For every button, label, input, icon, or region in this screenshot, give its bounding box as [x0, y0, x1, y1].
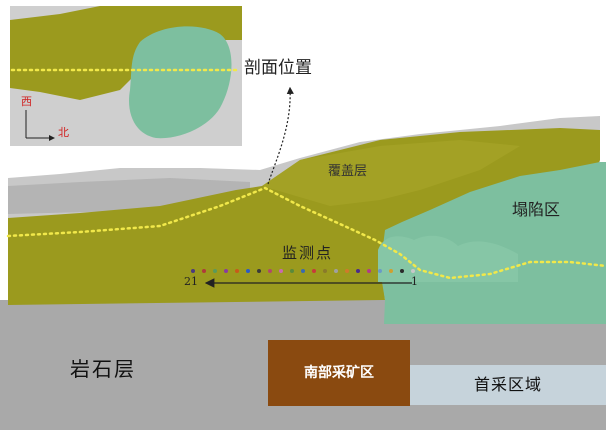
- monitoring-point: [235, 269, 239, 273]
- section-pointer-arrow: [267, 86, 294, 185]
- compass-west-label: 西: [21, 95, 32, 108]
- point-1-label: 1: [411, 275, 418, 288]
- monitoring-point: [246, 269, 250, 273]
- inset-map: [10, 6, 242, 146]
- monitoring-point: [279, 269, 283, 273]
- first-mining-area-label: 首采区域: [410, 365, 606, 405]
- collapse-area: [380, 162, 606, 324]
- monitoring-point: [356, 269, 360, 273]
- monitoring-point: [312, 269, 316, 273]
- monitoring-point: [334, 269, 338, 273]
- monitoring-points-label: 监测点: [282, 244, 334, 262]
- rock-layer-label: 岩石层: [70, 357, 136, 381]
- monitoring-point: [202, 269, 206, 273]
- monitoring-point: [378, 269, 382, 273]
- overburden-label: 覆盖层: [328, 164, 368, 179]
- monitoring-point: [400, 269, 404, 273]
- monitoring-point: [345, 269, 349, 273]
- collapse-area-label: 塌陷区: [512, 200, 561, 219]
- monitoring-point: [224, 269, 228, 273]
- monitoring-point: [411, 269, 415, 273]
- compass-north-label: 北: [58, 126, 69, 139]
- monitoring-point: [301, 269, 305, 273]
- inset-collapse: [129, 26, 232, 139]
- monitoring-point: [367, 269, 371, 273]
- monitoring-point: [213, 269, 217, 273]
- monitoring-point: [323, 269, 327, 273]
- monitoring-point: [290, 269, 294, 273]
- monitoring-points: [191, 269, 415, 273]
- section-line: [6, 186, 606, 280]
- monitoring-point: [389, 269, 393, 273]
- south-mining-area-label: 南部采矿区: [268, 340, 410, 406]
- monitoring-point: [191, 269, 195, 273]
- section-position-label: 剖面位置: [244, 58, 312, 78]
- monitoring-point: [257, 269, 261, 273]
- monitoring-point: [268, 269, 272, 273]
- point-21-label: 21: [184, 275, 198, 288]
- overburden-highlight: [262, 140, 520, 206]
